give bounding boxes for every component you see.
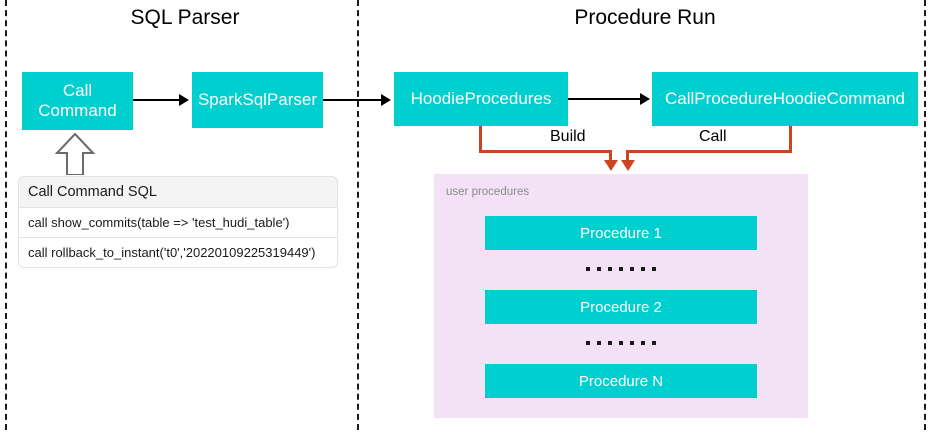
ellipsis-dot-icon: [608, 267, 612, 271]
connector-build-arrowhead-icon: [604, 160, 618, 171]
procedure-item-label: Procedure 2: [580, 298, 662, 316]
node-call-command-label: Call Command: [38, 81, 116, 120]
section-divider-left: [5, 0, 7, 430]
procedure-item[interactable]: Procedure 1: [485, 216, 757, 250]
connector-build-vertical-left: [479, 126, 482, 153]
sql-table-row: call rollback_to_instant('t0','202201092…: [18, 238, 338, 268]
procedure-item[interactable]: Procedure 2: [485, 290, 757, 324]
sql-table-header: Call Command SQL: [18, 176, 338, 208]
edge-label-call: Call: [694, 128, 732, 146]
call-command-sql-table: Call Command SQL call show_commits(table…: [18, 176, 338, 268]
arrow-call-command-to-spark-parser-line: [133, 99, 181, 101]
node-hoodie-procedures-label: HoodieProcedures: [410, 89, 552, 109]
ellipsis-dot-icon: [641, 341, 645, 345]
arrow-spark-parser-to-hoodie-procedures-head-icon: [381, 94, 391, 106]
node-spark-sql-parser-label: SparkSqlParser: [197, 90, 318, 110]
ellipsis-dot-icon: [586, 341, 590, 345]
ellipsis-dot-icon: [619, 341, 623, 345]
edge-label-build: Build: [545, 128, 591, 146]
connector-call-vertical-down: [626, 150, 629, 162]
ellipsis-dot-icon: [641, 267, 645, 271]
user-procedures-panel-label: user procedures: [446, 186, 530, 198]
arrow-call-command-to-spark-parser-head-icon: [179, 94, 189, 106]
connector-build-horizontal: [479, 150, 612, 153]
connector-call-vertical-right: [789, 126, 792, 153]
node-call-command-line2: Command: [38, 101, 117, 120]
ellipsis-separator: [485, 252, 757, 286]
arrow-hoodie-procedures-to-call-command-head-icon: [640, 93, 650, 105]
node-call-procedure-hoodie-command[interactable]: CallProcedureHoodieCommand: [652, 72, 918, 126]
connector-build-vertical-down: [609, 150, 612, 162]
arrow-spark-parser-to-hoodie-procedures-line: [323, 99, 383, 101]
section-divider-middle: [357, 0, 359, 430]
node-hoodie-procedures[interactable]: HoodieProcedures: [394, 72, 568, 126]
connector-call-horizontal: [626, 150, 792, 153]
ellipsis-dot-icon: [619, 267, 623, 271]
user-procedures-panel: user procedures Procedure 1 Procedure 2: [434, 174, 808, 418]
node-call-command-line1: Call: [62, 81, 93, 101]
ellipsis-dot-icon: [652, 267, 656, 271]
sql-table-row: call show_commits(table => 'test_hudi_ta…: [18, 208, 338, 238]
section-divider-right: [924, 0, 926, 430]
ellipsis-dot-icon: [608, 341, 612, 345]
ellipsis-dot-icon: [597, 267, 601, 271]
ellipsis-separator: [485, 326, 757, 360]
node-call-procedure-hoodie-command-label: CallProcedureHoodieCommand: [664, 89, 905, 109]
arrow-hoodie-procedures-to-call-command-line: [568, 98, 642, 100]
procedure-item-label: Procedure N: [578, 372, 664, 390]
ellipsis-dot-icon: [586, 267, 590, 271]
node-spark-sql-parser[interactable]: SparkSqlParser: [192, 72, 323, 128]
ellipsis-dot-icon: [630, 267, 634, 271]
ellipsis-dot-icon: [597, 341, 601, 345]
node-call-command[interactable]: Call Command: [22, 72, 133, 130]
section-title-sql-parser: SQL Parser: [130, 6, 240, 29]
ellipsis-dot-icon: [630, 341, 634, 345]
procedure-item-label: Procedure 1: [580, 224, 662, 242]
connector-call-arrowhead-icon: [621, 160, 635, 171]
procedure-item[interactable]: Procedure N: [485, 364, 757, 398]
section-title-procedure-run: Procedure Run: [574, 6, 716, 29]
hollow-up-arrow-icon: [55, 133, 95, 175]
ellipsis-dot-icon: [652, 341, 656, 345]
